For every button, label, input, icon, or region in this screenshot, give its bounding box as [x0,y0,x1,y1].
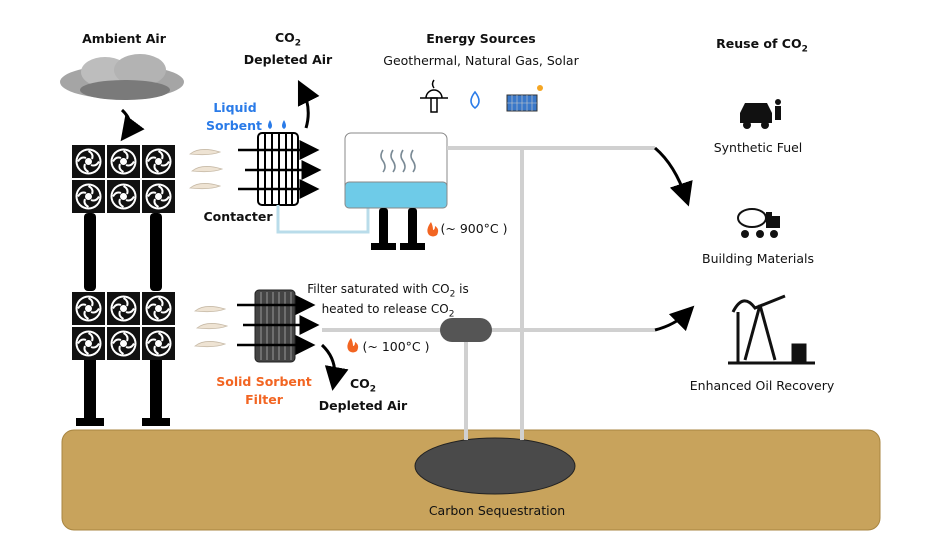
temp-high-label: (~ 900°C ) [440,221,508,236]
liquid-drops-icon [268,120,286,129]
solar-panel-icon [506,85,543,112]
natural-gas-icon [470,90,480,110]
tower-legs [76,213,170,426]
liquid-sorbent-pipe [276,205,370,234]
co2-subscript: 2 [801,44,808,55]
building-materials-label: Building Materials [702,251,814,266]
sorbent-label: Sorbent [205,118,263,133]
energy-sources-title: Energy Sources [426,31,536,46]
fan-array-bottom [71,291,176,361]
filter-label: Filter [245,392,283,407]
co2-subscript: 2 [369,384,377,395]
sequestration-reservoir [414,437,576,495]
heating-tank [344,132,448,250]
co2-text: CO [274,30,295,45]
depleted-air-text: Depleted Air [243,51,333,67]
depleted-air-arrow-top [297,79,320,129]
co2-subscript: 2 [449,289,456,300]
fire-icon-low [347,338,359,353]
airflow-wisps-bottom [194,306,228,348]
geothermal-icon [420,79,448,113]
air-in-arrow [120,108,145,142]
reuse-title: Reuse of CO2 [716,36,808,58]
fire-icon-high [427,222,439,237]
depleted-air-text: Depleted Air [318,397,408,413]
cement-mixer-icon [737,208,780,238]
co2-text: CO [349,376,370,391]
solid-sorbent-label: Solid Sorbent [216,374,312,389]
co2-collector [440,318,492,342]
car-icon [740,99,781,129]
filter-note-line2: heated to release CO [321,302,449,317]
co2-subscript: 2 [448,309,455,320]
energy-sources-list: Geothermal, Natural Gas, Solar [383,53,579,68]
fan-array-top [71,144,176,214]
arrow-to-reuse-top [654,146,693,207]
depleted-air-arrow-bottom [320,343,349,391]
filter-note-line1-end: is [455,282,469,296]
contacter-label: Contacter [203,209,273,224]
enhanced-oil-recovery-label: Enhanced Oil Recovery [689,378,835,393]
co2-subscript: 2 [294,38,302,49]
reuse-text: Reuse of CO [716,36,802,51]
carbon-sequestration-label: Carbon Sequestration [428,503,566,518]
pump-jack-icon [728,294,815,365]
arrow-to-reuse-bottom [654,305,695,332]
contacter [238,132,322,206]
solid-sorbent-filter [237,289,320,363]
airflow-wisps-top [189,149,223,190]
co2-pipes [322,146,655,440]
filter-note-line1: Filter saturated with CO [307,282,450,296]
synthetic-fuel-label: Synthetic Fuel [713,140,803,155]
ambient-air-label: Ambient Air [82,31,166,46]
liquid-label: Liquid [213,100,257,115]
temp-low-label: (~ 100°C ) [362,339,430,354]
cloud-icon [60,54,184,100]
